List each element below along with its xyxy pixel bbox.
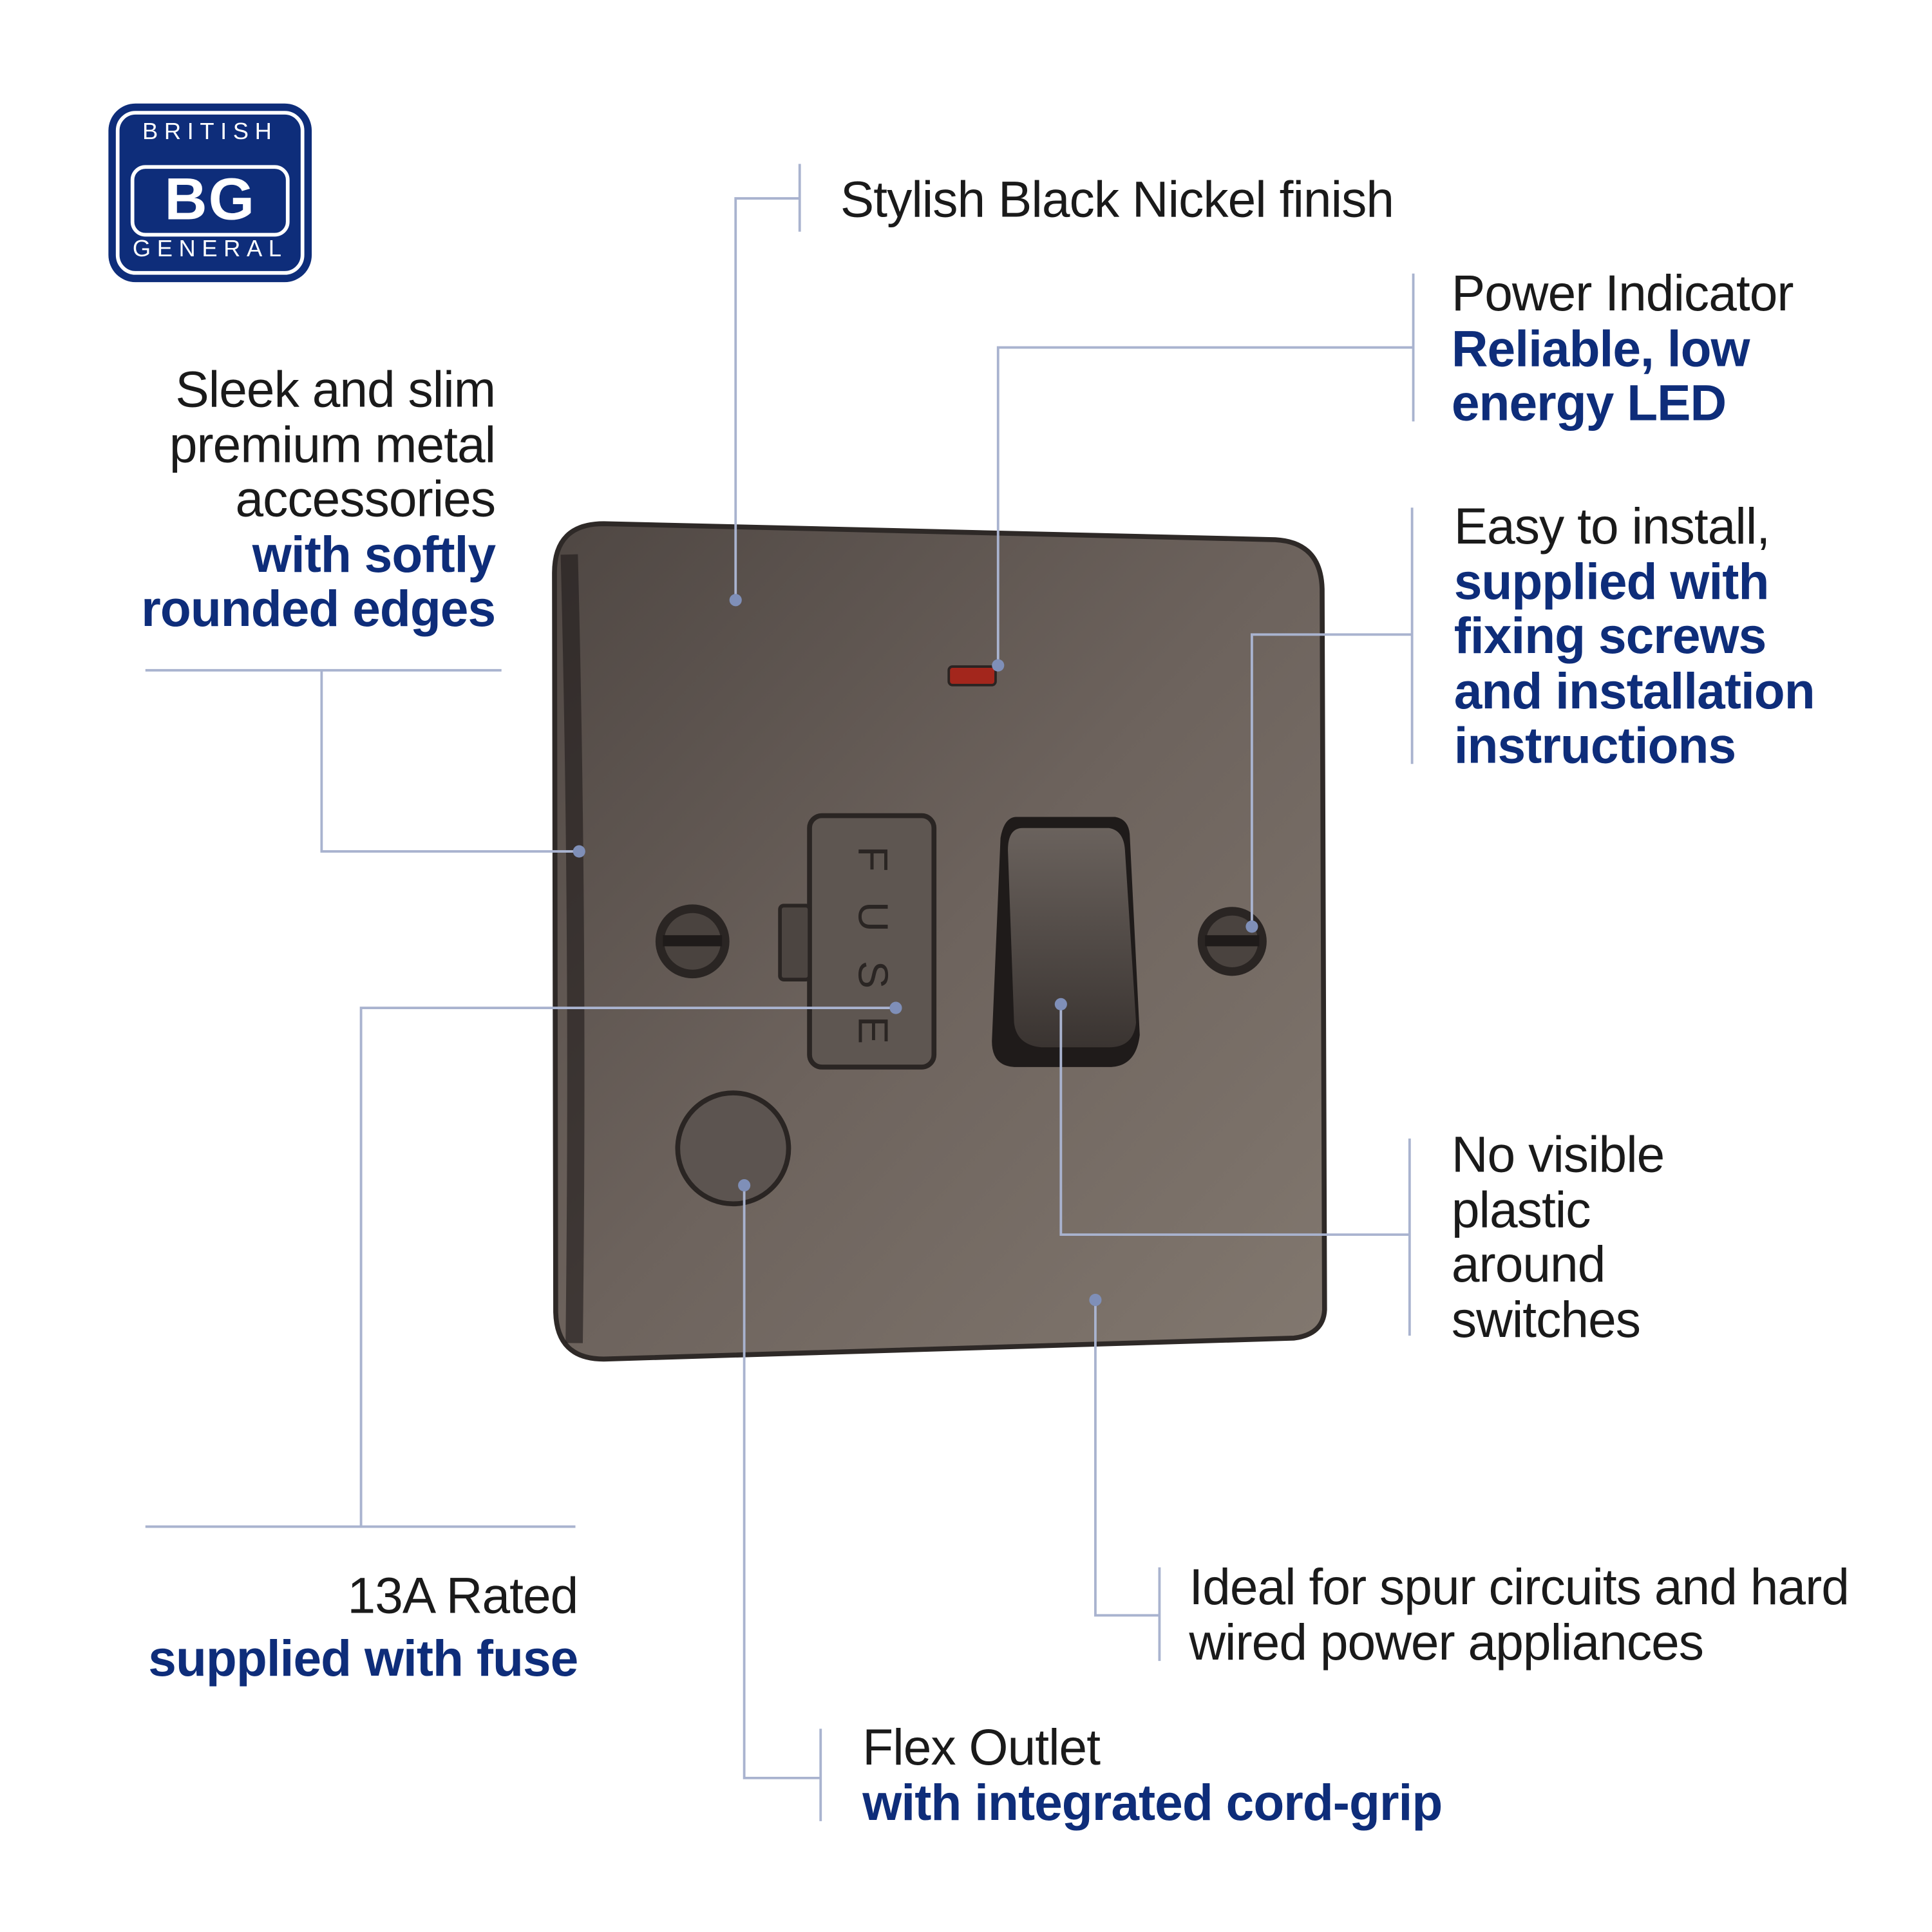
rocker-switch: [1008, 828, 1137, 1048]
british-general-logo: BRITISH BG GENERAL: [108, 103, 312, 283]
callout-plastic: No visible plastic around switches: [1451, 1126, 1665, 1348]
callout-text: No visible: [1451, 1126, 1665, 1183]
logo-top-text: BRITISH: [142, 119, 278, 146]
callout-text: Ideal for spur circuits and hard: [1189, 1558, 1850, 1616]
flex-outlet: [675, 1090, 791, 1207]
logo-mark: BG: [130, 165, 290, 237]
callout-rated: 13A Rated supplied with fuse: [148, 1565, 578, 1690]
callout-text-bold: rounded edges: [141, 580, 496, 638]
callout-text: around: [1451, 1236, 1605, 1293]
callout-text-bold: with integrated cord-grip: [862, 1774, 1443, 1831]
callout-text: wired power appliances: [1189, 1613, 1704, 1671]
callout-text: Power Indicator: [1451, 265, 1794, 322]
callout-sleek: Sleek and slim premium metal accessories…: [141, 361, 496, 638]
fuse-letter: U: [850, 902, 897, 932]
callout-text-bold: energy LED: [1451, 374, 1727, 431]
callout-install: Easy to install, supplied with fixing sc…: [1454, 499, 1815, 773]
callout-text: 13A Rated: [347, 1567, 579, 1624]
callout-flex: Flex Outlet with integrated cord-grip: [862, 1719, 1443, 1831]
callout-text-bold: with softly: [252, 526, 496, 583]
callout-text: Sleek and slim: [175, 361, 496, 418]
callout-text-bold: fixing screws: [1454, 607, 1767, 665]
callout-text: switches: [1451, 1291, 1641, 1348]
callout-text-bold: supplied with fuse: [148, 1630, 578, 1687]
callout-text: plastic: [1451, 1180, 1591, 1238]
callout-text: accessories: [235, 470, 496, 527]
callout-text: Stylish Black Nickel finish: [840, 171, 1394, 228]
callout-text-bold: instructions: [1454, 717, 1736, 774]
callout-text: Easy to install,: [1454, 497, 1770, 554]
fuse-letter: F: [850, 846, 897, 872]
callout-indicator: Power Indicator Reliable, low energy LED: [1452, 266, 1794, 430]
callout-text: Flex Outlet: [862, 1719, 1101, 1776]
callout-text-bold: Reliable, low: [1451, 319, 1750, 377]
logo-bottom-text: GENERAL: [132, 236, 288, 263]
callout-spur: Ideal for spur circuits and hard wired p…: [1189, 1558, 1850, 1671]
callout-text-bold: and installation: [1454, 662, 1815, 719]
fixing-screw-left: [655, 904, 730, 979]
fuse-label: F U S E: [850, 846, 897, 1045]
fuse-letter: S: [850, 961, 897, 989]
callout-finish: Stylish Black Nickel finish: [840, 173, 1394, 227]
callout-text: premium metal: [169, 415, 496, 473]
callout-text-bold: supplied with: [1454, 553, 1770, 610]
fuse-letter: E: [850, 1016, 897, 1044]
power-indicator-led: [947, 665, 997, 687]
